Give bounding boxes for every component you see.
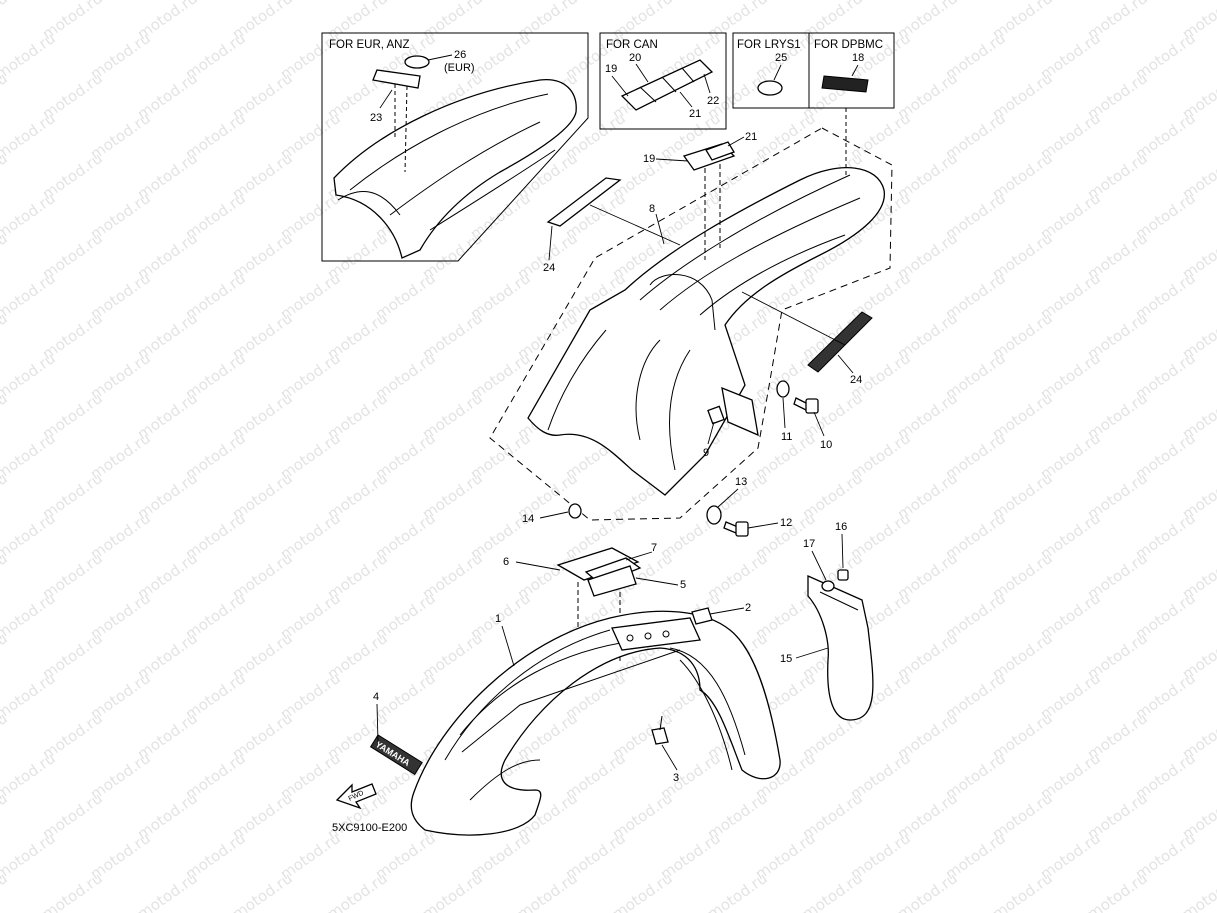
washer-13 bbox=[706, 505, 722, 525]
bolt-2 bbox=[691, 607, 713, 625]
watermark-text: motod.ru bbox=[0, 589, 59, 643]
callout-21-can: 21 bbox=[689, 108, 701, 120]
rear-fender-group: 21 19 8 24 24 11 10 9 13 14 12 bbox=[489, 108, 893, 537]
callout-3: 3 bbox=[673, 772, 679, 784]
callout-24-right: 24 bbox=[850, 374, 862, 386]
front-fender-group: YAMAHA FWD 16 17 7 6 5 2 1 15 4 3 bbox=[332, 521, 874, 836]
watermark-text: motod.ru bbox=[0, 509, 59, 563]
inset-lrys1-dpbmc: FOR LRYS1 FOR DPBMC 25 18 bbox=[732, 32, 895, 109]
watermark-text: motod.ru bbox=[324, 869, 391, 913]
inset-title-dpbmc: FOR DPBMC bbox=[814, 39, 883, 51]
watermark-text: motod.ru bbox=[0, 0, 11, 43]
callout-18: 18 bbox=[852, 52, 864, 64]
washer-17 bbox=[821, 580, 835, 592]
watermark-text: motod.ru bbox=[609, 869, 676, 913]
watermark-text: motod.ru bbox=[894, 869, 961, 913]
callout-22: 22 bbox=[707, 95, 719, 107]
callout-19-can: 19 bbox=[605, 63, 617, 75]
decal-5 bbox=[587, 565, 637, 597]
decal-24-left bbox=[546, 177, 622, 227]
watermark-text: motod.ru bbox=[514, 869, 581, 913]
callout-7: 7 bbox=[651, 542, 657, 554]
watermark-text: motod.ru bbox=[0, 669, 59, 723]
callout-12: 12 bbox=[780, 517, 792, 529]
inset-can: FOR CAN 20 19 22 21 bbox=[599, 32, 727, 130]
watermark-text: motod.ru bbox=[1179, 869, 1217, 913]
watermark-text: motod.ru bbox=[39, 869, 106, 913]
callout-19-rear: 19 bbox=[643, 153, 655, 165]
front-fender bbox=[410, 610, 781, 836]
watermark-text: motod.ru bbox=[0, 349, 59, 403]
watermark-text: motod.ru bbox=[419, 869, 486, 913]
rear-group-outline bbox=[489, 127, 893, 521]
emblem-26 bbox=[404, 55, 430, 69]
callout-16: 16 bbox=[835, 521, 847, 533]
inset-eur-anz: FOR EUR, ANZ 26 (EUR) 23 bbox=[321, 32, 589, 262]
nut-9 bbox=[707, 405, 725, 425]
inset-title-lrys1: FOR LRYS1 bbox=[737, 39, 801, 51]
callout-6: 6 bbox=[503, 556, 509, 568]
inset-title-eur-anz: FOR EUR, ANZ bbox=[329, 39, 410, 51]
diagram-code: 5XC9100-E200 bbox=[332, 822, 407, 834]
callout-26: 26 bbox=[454, 49, 466, 61]
watermark-text: motod.ru bbox=[0, 109, 59, 163]
screw-16 bbox=[837, 569, 849, 581]
callout-13: 13 bbox=[735, 476, 747, 488]
callout-10: 10 bbox=[820, 439, 832, 451]
mud-flap-15 bbox=[807, 574, 874, 721]
callout-8: 8 bbox=[649, 203, 655, 215]
emblem-25 bbox=[757, 80, 783, 96]
watermark-text: motod.ru bbox=[989, 869, 1056, 913]
watermark-text: motod.ru bbox=[0, 749, 59, 803]
watermark-text: motod.ru bbox=[704, 869, 771, 913]
decal-21-rear bbox=[705, 141, 735, 161]
callout-23: 23 bbox=[370, 112, 382, 124]
callout-1: 1 bbox=[495, 613, 501, 625]
fwd-arrow-icon: FWD bbox=[335, 783, 377, 810]
watermark-text: motod.ru bbox=[0, 429, 59, 483]
callout-14: 14 bbox=[522, 513, 534, 525]
decal-23 bbox=[372, 69, 421, 89]
watermark-text: motod.ru bbox=[0, 829, 59, 883]
inset-title-can: FOR CAN bbox=[606, 39, 658, 51]
watermark-text: motod.ru bbox=[1084, 869, 1151, 913]
callout-15: 15 bbox=[780, 653, 792, 665]
callout-5: 5 bbox=[680, 579, 686, 591]
callout-25: 25 bbox=[775, 52, 787, 64]
rear-fender bbox=[527, 167, 885, 496]
callout-20: 20 bbox=[629, 52, 641, 64]
watermark-text: motod.ru bbox=[134, 869, 201, 913]
watermark-text: motod.ru bbox=[799, 869, 866, 913]
rivet-14 bbox=[568, 503, 582, 519]
washer-11 bbox=[776, 380, 790, 398]
callout-11: 11 bbox=[781, 431, 792, 443]
watermark-text: motod.ru bbox=[0, 29, 59, 83]
inset-fender-tail bbox=[333, 78, 577, 259]
callout-2: 2 bbox=[745, 602, 751, 614]
decal-18 bbox=[821, 75, 869, 93]
fender-side-panel bbox=[721, 386, 759, 437]
callout-9: 9 bbox=[703, 447, 709, 459]
callout-17: 17 bbox=[803, 538, 815, 550]
watermark-text: motod.ru bbox=[229, 869, 296, 913]
watermark-text: motod.ru bbox=[0, 189, 59, 243]
watermark-text: motod.ru bbox=[0, 269, 59, 323]
callout-4: 4 bbox=[373, 691, 379, 703]
decal-stripes-can bbox=[620, 59, 714, 111]
callout-24-left: 24 bbox=[543, 262, 555, 274]
callout-21-rear: 21 bbox=[745, 131, 757, 143]
callout-26-eur: (EUR) bbox=[444, 62, 475, 74]
decal-6 bbox=[556, 547, 640, 581]
